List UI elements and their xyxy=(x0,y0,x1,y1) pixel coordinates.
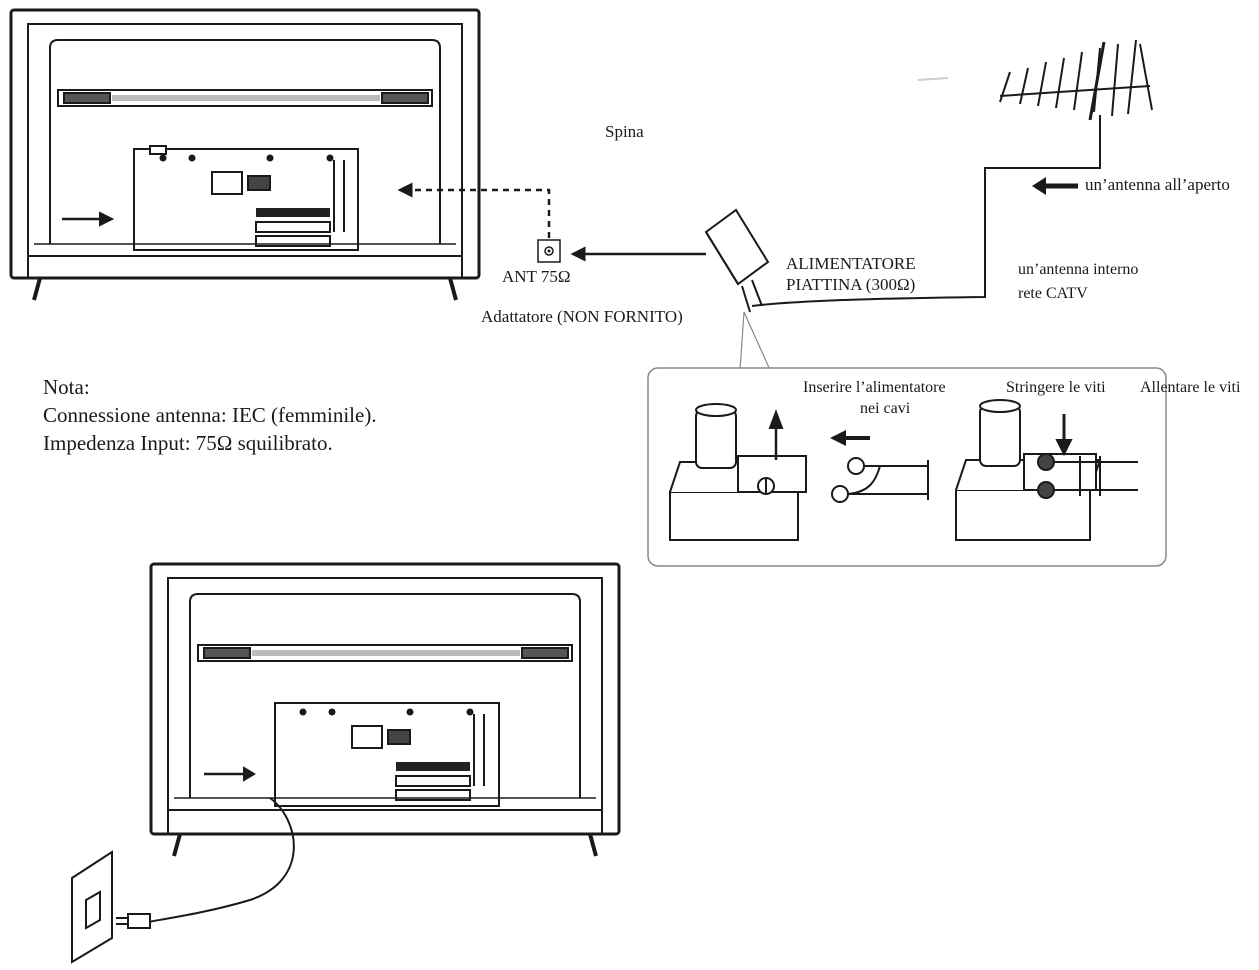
tv-rear-top xyxy=(9,8,481,301)
note-title: Nota: xyxy=(43,375,90,399)
note-line2: Impedenza Input: 75Ω squilibrato. xyxy=(43,431,333,455)
note-block: Nota: Connessione antenna: IEC (femminil… xyxy=(43,373,377,457)
spina-label: Spina xyxy=(605,122,644,141)
arrow-head xyxy=(1032,177,1046,195)
insert-label-line2: nei cavi xyxy=(860,400,911,417)
indoor-antenna-label: un’antenna interno xyxy=(1018,261,1139,278)
insert-arrow-head xyxy=(830,430,846,446)
terminal-block-left xyxy=(669,403,808,541)
power-plug xyxy=(116,913,151,929)
feeder-label-line1: ALIMENTATORE xyxy=(786,254,916,273)
ant-socket xyxy=(537,239,561,263)
flat-feeder-wire xyxy=(831,457,929,503)
terminal-block-right xyxy=(955,399,1138,541)
tighten-label: Stringere le viti xyxy=(1006,379,1106,396)
loosen-label: Allentare le viti xyxy=(1140,379,1241,396)
wall-outlet xyxy=(71,850,113,964)
catv-label: rete CATV xyxy=(1018,285,1088,302)
note-line1: Connessione antenna: IEC (femminile). xyxy=(43,403,377,427)
balun-adapter xyxy=(704,208,770,313)
outdoor-antenna xyxy=(917,39,1153,121)
insert-label-line1: Inserire l’alimentatore xyxy=(803,379,946,396)
feeder-cable xyxy=(751,115,1101,307)
dashed-connection xyxy=(397,182,551,238)
tv-rear-bottom xyxy=(149,562,621,857)
outdoor-antenna-label: un’antenna all’aperto xyxy=(1085,175,1230,194)
power-cord xyxy=(147,797,295,923)
detail-leader xyxy=(739,311,771,371)
feeder-label-line2: PIATTINA (300Ω) xyxy=(786,275,916,294)
ant-label: ANT 75Ω xyxy=(502,267,571,286)
adapter-label: Adattatore (NON FORNITO) xyxy=(481,307,683,326)
